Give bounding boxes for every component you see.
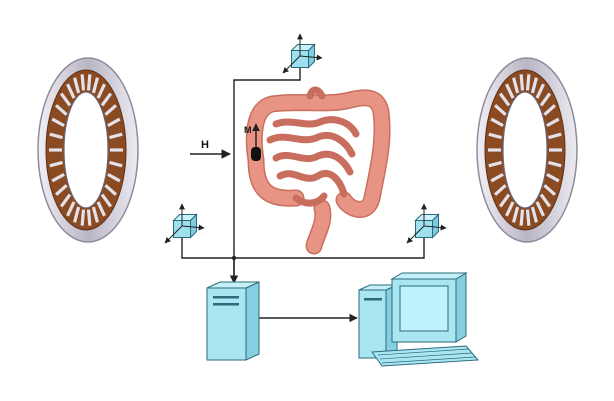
connection-lines <box>181 66 425 323</box>
coil-slot <box>54 104 68 116</box>
coil-slot <box>525 74 531 91</box>
sensor-axis <box>164 225 183 244</box>
coil-slot <box>100 193 113 208</box>
coil-slot <box>109 160 123 168</box>
sensor-axis <box>181 224 205 231</box>
coil-slot <box>80 209 86 226</box>
coil-slot <box>107 117 121 127</box>
coil-slot <box>543 104 557 116</box>
coil-slot <box>66 201 76 217</box>
coil-slot <box>493 184 507 196</box>
coil-slot <box>512 206 520 223</box>
coil-slot <box>535 201 545 217</box>
coil-slot <box>104 184 118 196</box>
coil-slot <box>512 77 520 94</box>
coil-slot <box>519 209 525 226</box>
coil-slot <box>51 173 65 183</box>
coil-slot <box>490 173 504 183</box>
coil-slot <box>505 201 515 217</box>
sensor-axis <box>299 54 323 61</box>
coil-slot <box>530 77 538 94</box>
coil-slot <box>59 92 72 107</box>
junction-dot <box>231 255 237 261</box>
intestine-icon <box>245 86 391 255</box>
coil-slot <box>49 160 63 168</box>
sensor-axis <box>282 55 301 74</box>
coil-slot <box>548 132 562 140</box>
magnetic-capsule-icon: M <box>244 123 261 161</box>
coil-slot <box>539 92 552 107</box>
electromagnetic-coil-icon <box>476 57 578 243</box>
magnet-label: M <box>244 125 252 135</box>
coil-slot <box>107 173 121 183</box>
field-arrow: H <box>190 139 231 159</box>
coil-slot <box>488 132 502 140</box>
coil-slot <box>49 132 63 140</box>
coil-slot <box>109 132 123 140</box>
coil-slot <box>519 74 525 91</box>
3-axis-sensor-cube-icon <box>406 203 447 244</box>
3-axis-sensor-cube-icon <box>282 33 323 74</box>
coil-slot <box>100 92 113 107</box>
coil-slot <box>96 83 106 99</box>
coil-slot <box>535 83 545 99</box>
coil-slot <box>104 104 118 116</box>
coil-slot <box>539 193 552 208</box>
sensor-axis <box>406 225 425 244</box>
coil-slot <box>59 193 72 208</box>
coil-slot <box>73 206 81 223</box>
coil-slot <box>546 173 560 183</box>
sensor-axis <box>423 224 447 231</box>
coil-slot <box>525 209 531 226</box>
coil-slot <box>54 184 68 196</box>
coil-slot <box>546 117 560 127</box>
coil-slot <box>498 193 511 208</box>
line-right-sensor <box>234 236 425 259</box>
coil-slot <box>91 206 99 223</box>
coil-slot <box>73 77 81 94</box>
coil-slot <box>493 104 507 116</box>
coil-slot <box>505 83 515 99</box>
electromagnetic-coil-icon <box>37 57 139 243</box>
coil-slot <box>51 117 65 127</box>
desktop-computer-icon <box>358 272 480 367</box>
coil-slot <box>96 201 106 217</box>
coil-slot <box>548 160 562 168</box>
line-top-sensor <box>233 66 301 285</box>
server-tower-icon <box>206 281 260 361</box>
coil-slot <box>488 160 502 168</box>
line-left-sensor <box>181 236 234 259</box>
coil-slot <box>490 117 504 127</box>
coil-slot <box>91 77 99 94</box>
coil-slot <box>86 74 92 91</box>
coil-slot <box>498 92 511 107</box>
keyboard-keys <box>377 348 476 364</box>
coil-slot <box>543 184 557 196</box>
coil-slot <box>66 83 76 99</box>
coil-slot <box>530 206 538 223</box>
field-label: H <box>201 139 209 151</box>
coil-slot <box>86 209 92 226</box>
coil-slot <box>80 74 86 91</box>
3-axis-sensor-cube-icon <box>164 203 205 244</box>
